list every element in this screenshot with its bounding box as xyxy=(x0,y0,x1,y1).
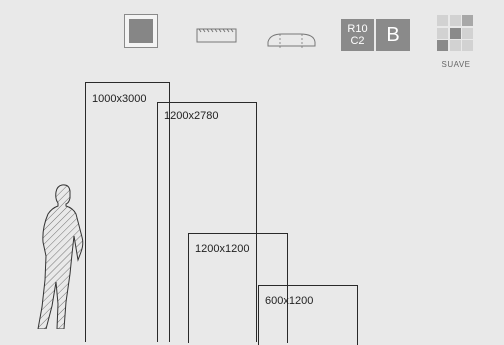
square-tile-icon xyxy=(124,14,158,48)
format-label: 600x1200 xyxy=(265,295,314,307)
format-box-1000x3000: 1000x3000 xyxy=(85,82,170,342)
human-scale-figure-icon xyxy=(37,184,84,329)
slip-resistance-r10: R10 xyxy=(347,23,368,35)
format-box-1200x2780: 1200x2780 xyxy=(157,102,257,342)
format-label: 1000x3000 xyxy=(92,93,147,105)
rounded-profile-icon xyxy=(267,33,316,49)
format-label: 1200x1200 xyxy=(195,243,250,255)
format-box-600x1200: 600x1200 xyxy=(258,285,358,345)
slip-resistance-c2: C2 xyxy=(350,35,365,47)
grid-tile-icon xyxy=(437,15,473,51)
format-label: 1200x2780 xyxy=(164,110,219,122)
slip-resistance-badge: R10 C2 xyxy=(341,19,374,51)
beveled-edge-icon xyxy=(196,28,237,43)
finish-label: SUAVE xyxy=(441,60,471,69)
format-box-1200x1200: 1200x1200 xyxy=(188,233,288,343)
class-badge: B xyxy=(376,19,410,51)
